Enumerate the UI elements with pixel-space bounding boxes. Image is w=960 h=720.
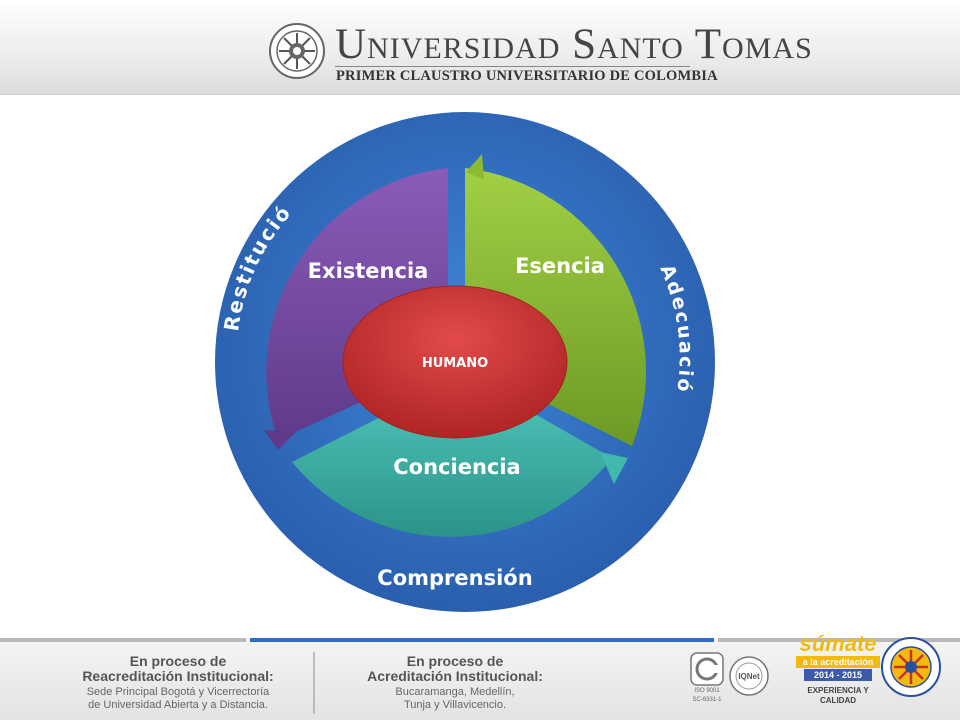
footer-left-body: Sede Principal Bogotá y Vicerrectoría de… xyxy=(86,686,270,711)
sumate-tagline: EXPERIENCIA Y CALIDAD xyxy=(807,686,869,705)
icontec-cert-label: ISO 9001 xyxy=(694,688,720,694)
footer-left-heading-full: En proceso de Reacreditación Institucion… xyxy=(82,653,274,684)
label-conciencia: Conciencia xyxy=(393,455,520,479)
footer-bar xyxy=(0,638,960,720)
footer-divider xyxy=(313,652,315,714)
university-round-seal-icon xyxy=(881,637,941,697)
sumate-years: 2014 - 2015 xyxy=(804,669,872,681)
existencia-arrowhead xyxy=(264,430,296,450)
header-rule xyxy=(335,66,690,67)
footer-right-heading: En proceso de Acreditación Institucional… xyxy=(367,653,543,684)
sumate-title: súmate xyxy=(799,631,877,656)
esencia-arrowhead xyxy=(466,154,484,180)
footer-accent-gray-right xyxy=(718,638,960,642)
label-esencia: Esencia xyxy=(515,254,605,278)
university-tagline: PRIMER CLAUSTRO UNIVERSITARIO DE COLOMBI… xyxy=(336,68,718,84)
footer-accent-gray xyxy=(0,638,246,642)
footer-accent-blue xyxy=(250,638,714,642)
header-bar: Universidad Santo Tomas PRIMER CLAUSTRO … xyxy=(0,0,960,95)
label-restitucion: Restitución xyxy=(0,0,296,333)
label-existencia: Existencia xyxy=(308,259,429,283)
sumate-acreditacion-logo: súmate a la acreditación 2014 - 2015 EXP… xyxy=(796,632,880,716)
university-seal-icon xyxy=(269,23,325,79)
footer-right-body: Bucaramanga, Medellín, Tunja y Villavice… xyxy=(395,686,515,711)
university-name: Universidad Santo Tomas xyxy=(335,21,813,68)
center-humano-ellipse xyxy=(342,285,568,439)
iqnet-cert-icon xyxy=(729,656,769,696)
iqnet-cert-label: IQNet xyxy=(738,672,760,681)
icontec-cert-icon xyxy=(690,652,724,686)
conciencia-arrowhead xyxy=(600,452,628,484)
label-humano: HUMANO xyxy=(422,356,488,371)
sumate-subtitle: a la acreditación xyxy=(796,656,880,668)
label-comprension: Comprensión xyxy=(377,566,532,590)
icontec-cert-code: SC-6331-1 xyxy=(692,697,722,703)
